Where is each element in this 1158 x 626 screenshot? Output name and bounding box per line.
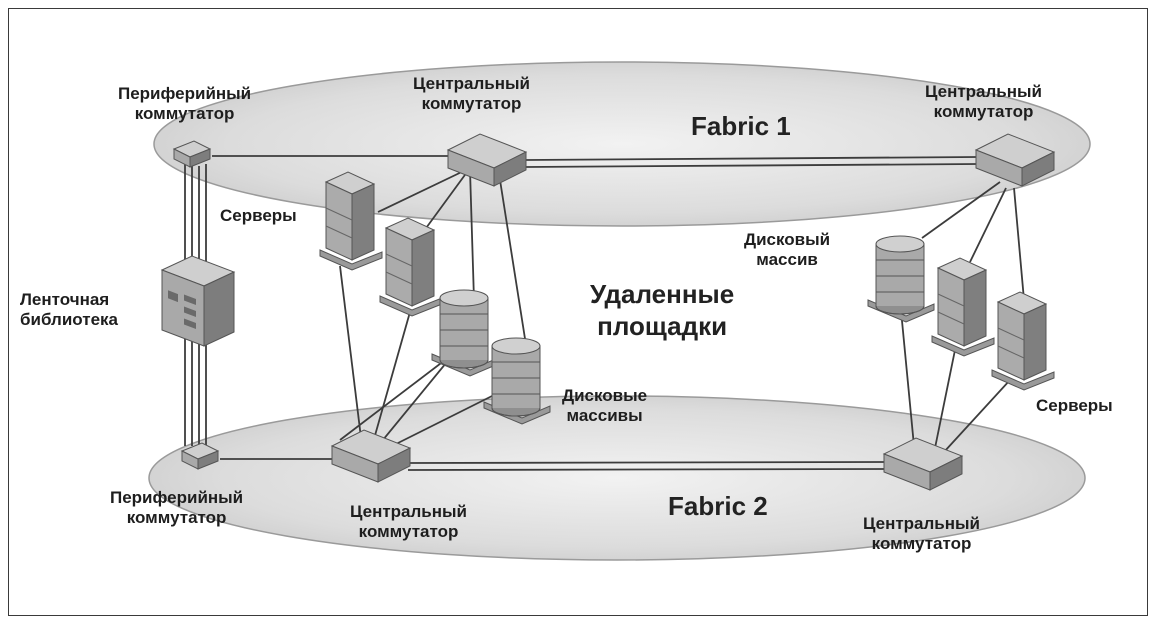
server-left-1 — [319, 171, 383, 271]
fabric-1-title: Fabric 1 — [691, 111, 791, 141]
diagram-frame — [8, 8, 1148, 616]
server-left-2 — [379, 217, 443, 317]
disk-array-right-device — [867, 235, 935, 323]
server-right-2 — [991, 291, 1055, 391]
servers-right-label: Серверы — [1036, 396, 1113, 415]
tape-library-device — [161, 255, 235, 347]
disk-array-left-1 — [431, 289, 499, 377]
server-right-1 — [931, 257, 995, 357]
disk-array-left-2 — [483, 337, 551, 425]
servers-left-label: Серверы — [220, 206, 297, 225]
fabric-1-plane — [153, 61, 1091, 227]
fabric-2-title: Fabric 2 — [668, 491, 768, 521]
